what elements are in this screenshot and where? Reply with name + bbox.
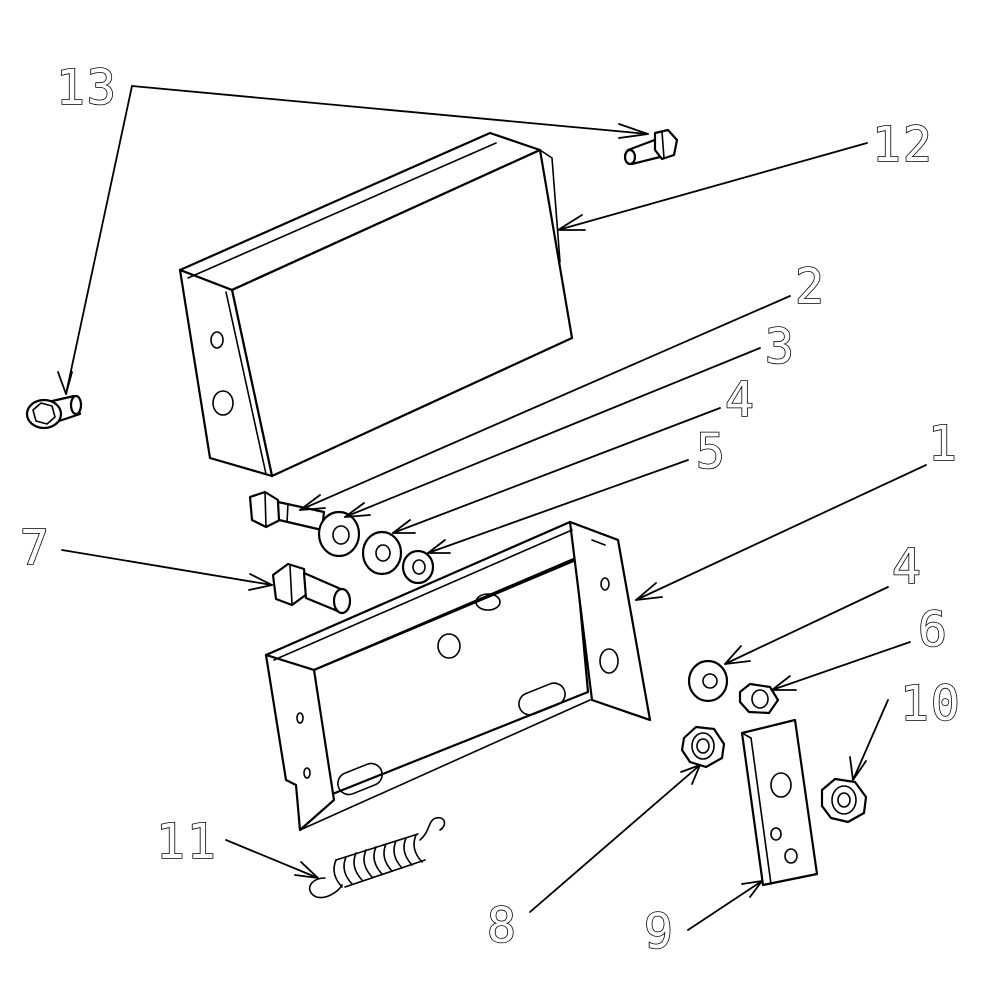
part-3-washer (317, 510, 361, 558)
label-11: 11 (156, 814, 218, 870)
leader-lines (57, 85, 927, 931)
label-13: 13 (56, 60, 118, 116)
part-10-nut (820, 777, 868, 824)
part-numbers: 13 12 2 3 4 5 1 7 4 6 10 11 8 9 (19, 59, 962, 961)
leader-5 (427, 459, 689, 554)
leader-13-upper (131, 85, 649, 135)
part-7-shoulder-bolt (271, 562, 352, 615)
leader-13-lower (65, 85, 133, 395)
leader-6 (771, 641, 911, 691)
part-13-bolt-lower (25, 394, 83, 430)
leader-3 (344, 347, 761, 518)
spring-coils (333, 834, 423, 888)
leader-2 (299, 295, 791, 511)
leader-4-lower (724, 586, 889, 665)
part-1-bracket (264, 520, 652, 832)
part-9-plate (740, 718, 819, 887)
leader-10 (852, 699, 889, 781)
leader-12 (557, 142, 868, 231)
label-2: 2 (795, 259, 826, 315)
label-3: 3 (765, 319, 796, 375)
leader-8 (529, 764, 701, 913)
part-4-washer-upper (361, 530, 403, 576)
leader-7 (61, 549, 273, 586)
label-4-upper: 4 (725, 372, 756, 428)
part-8-nut (680, 725, 726, 769)
part-11-spring (308, 816, 446, 899)
part-5-washer (401, 549, 435, 585)
part-4-washer-lower (687, 659, 729, 703)
part-2-bolt (248, 490, 326, 532)
label-8: 8 (487, 898, 518, 954)
label-7: 7 (20, 520, 51, 576)
part-6-nut (738, 682, 780, 715)
part-12-cover-box (178, 131, 574, 478)
leader-11 (225, 839, 319, 879)
label-12: 12 (872, 117, 934, 173)
part-13-bolt-upper (623, 128, 679, 166)
leader-4-upper (392, 407, 721, 534)
leader-9 (687, 880, 763, 931)
label-4-lower: 4 (892, 539, 923, 595)
leader-1 (635, 464, 927, 601)
label-5: 5 (696, 424, 727, 480)
label-1: 1 (928, 416, 959, 472)
label-10: 10 (900, 676, 962, 732)
label-9: 9 (644, 904, 675, 960)
label-6: 6 (918, 602, 949, 658)
